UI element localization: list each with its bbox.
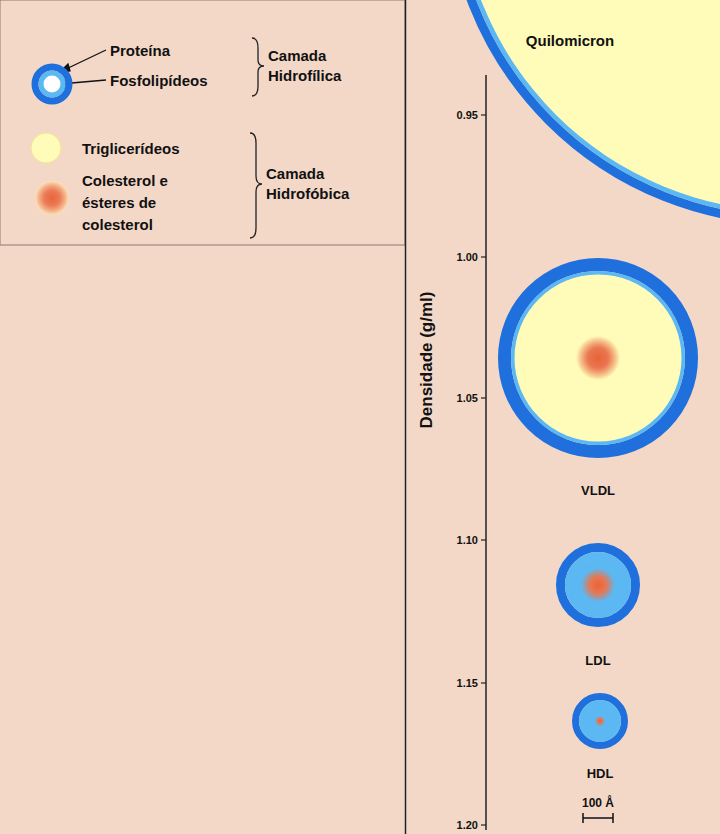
lipoprotein: LDL bbox=[550, 535, 646, 670]
particle-drawing bbox=[550, 535, 646, 670]
legend-swatch bbox=[41, 73, 63, 95]
phospholipid-layer bbox=[569, 556, 627, 614]
brace bbox=[250, 133, 262, 238]
lipid-core bbox=[588, 709, 613, 734]
particle-label: Quilomicron bbox=[526, 32, 614, 49]
particle-label: HDL bbox=[587, 766, 614, 781]
phospholipid-layer bbox=[513, 273, 683, 443]
scale-bar bbox=[583, 813, 613, 823]
legend-text: Colesterol e ésteres de colesterol bbox=[82, 170, 194, 236]
legend-text: Fosfolipídeos bbox=[110, 72, 208, 89]
protein-layer bbox=[561, 548, 636, 623]
tick-label: 1.00 bbox=[457, 251, 478, 263]
axis-title: Densidade (g/ml) bbox=[417, 292, 437, 429]
tick-label: 1.20 bbox=[457, 819, 478, 831]
lipid-core bbox=[459, 0, 720, 212]
scale-label: 100 Å bbox=[582, 796, 614, 810]
protein-layer bbox=[505, 265, 692, 452]
axis bbox=[485, 75, 487, 830]
legend-swatch bbox=[35, 67, 69, 101]
legend-swatch bbox=[35, 181, 69, 215]
particle-label: LDL bbox=[585, 653, 610, 668]
legend-text: Proteína bbox=[110, 42, 170, 59]
protein-layer bbox=[450, 0, 720, 221]
tick-label: 0.95 bbox=[457, 109, 478, 121]
lipoprotein: HDL bbox=[567, 685, 633, 781]
lipid-core bbox=[573, 560, 624, 611]
particle-drawing bbox=[490, 250, 706, 505]
phospholipid-layer bbox=[584, 705, 617, 738]
phospholipid-layer bbox=[457, 0, 720, 214]
protein-layer bbox=[576, 697, 625, 746]
layer-label: Camada Hidrofóbica bbox=[266, 164, 361, 204]
layer-label: Camada Hidrofílica bbox=[268, 46, 363, 86]
brace bbox=[252, 38, 264, 96]
ticks bbox=[481, 115, 486, 825]
legend-swatch bbox=[31, 133, 61, 163]
chylomicron: Quilomicron bbox=[445, 0, 720, 225]
tick-label: 1.10 bbox=[457, 534, 478, 546]
tick-label: 1.15 bbox=[457, 677, 478, 689]
lipoprotein: VLDL bbox=[490, 250, 706, 505]
lipid-core bbox=[515, 275, 682, 442]
particle-label: VLDL bbox=[581, 483, 615, 498]
separator bbox=[405, 0, 407, 834]
legend-panel bbox=[0, 0, 405, 245]
tick-label: 1.05 bbox=[457, 392, 478, 404]
legend-text: Triglicerídeos bbox=[82, 140, 180, 157]
